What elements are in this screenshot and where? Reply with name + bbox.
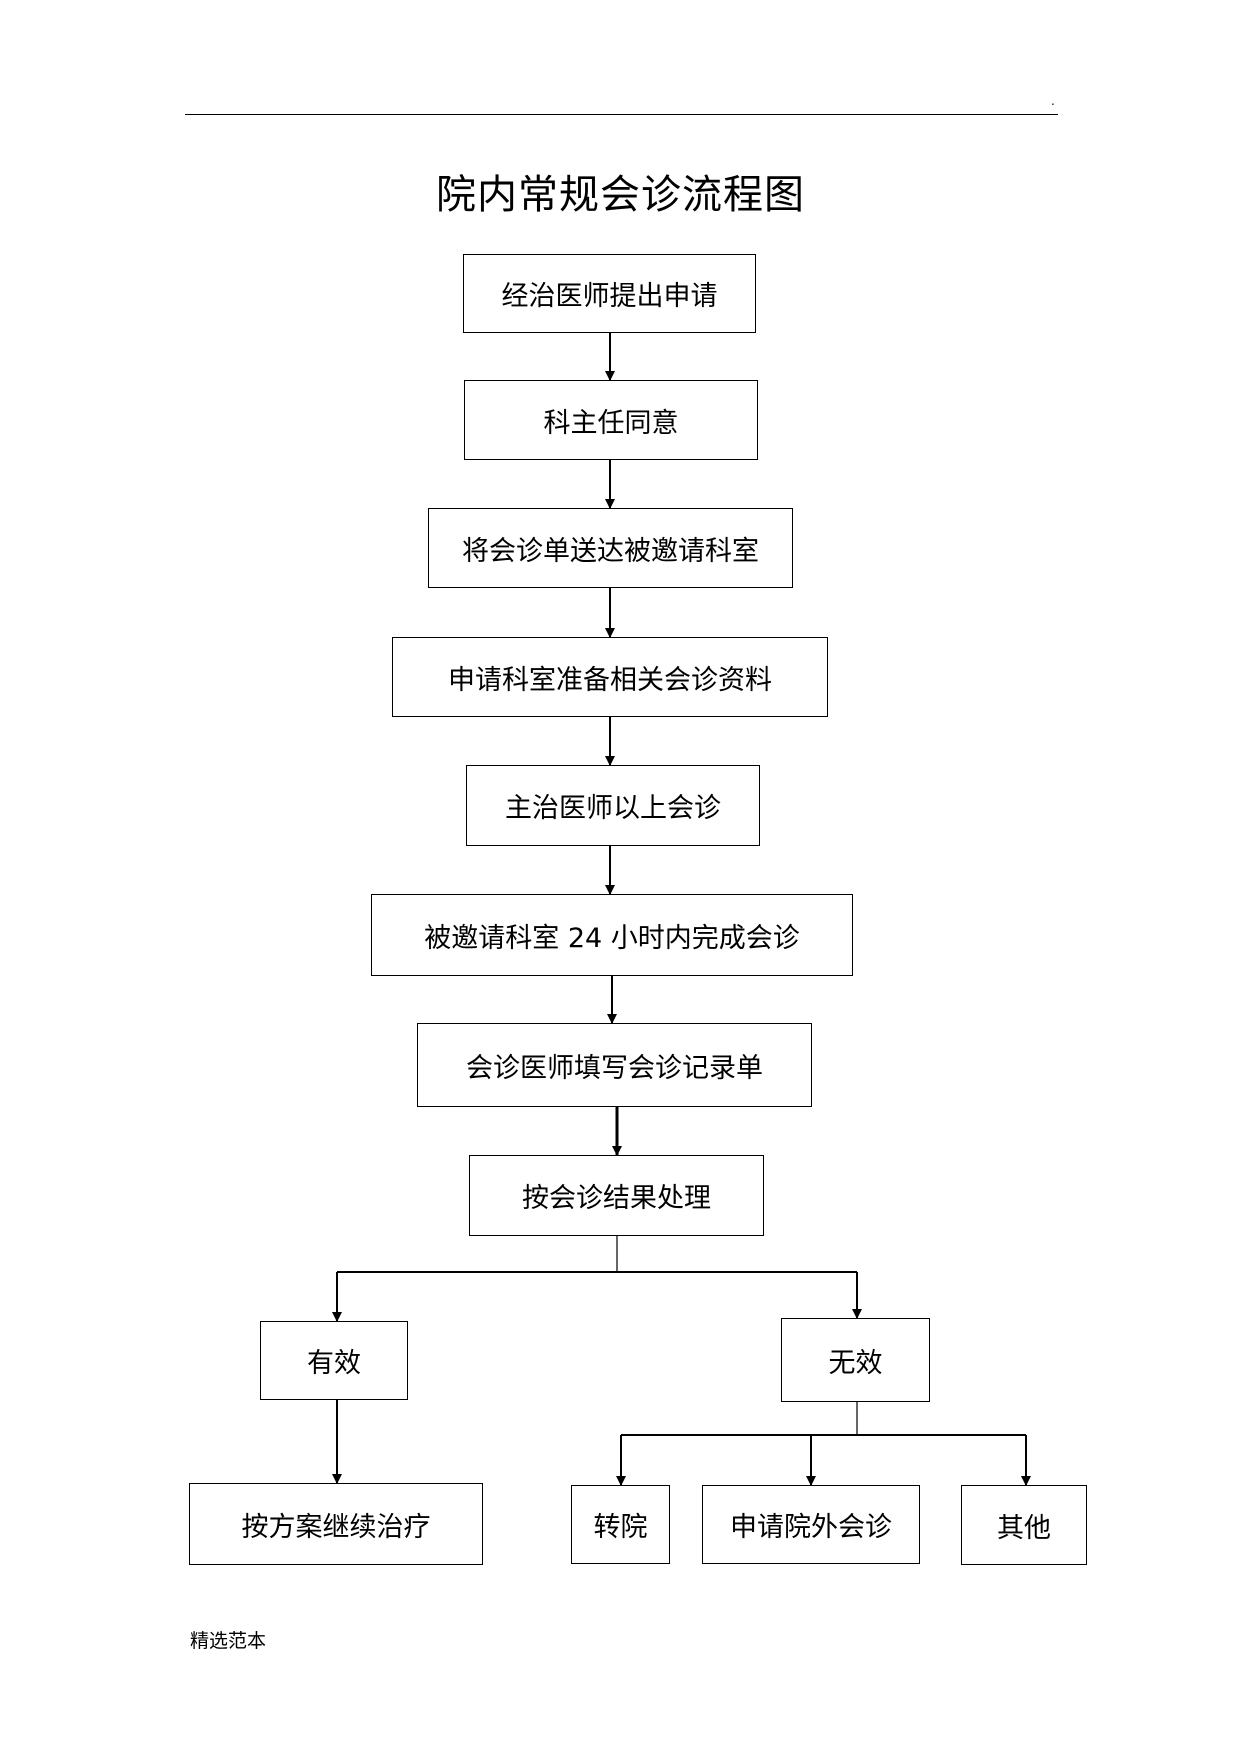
outcome-box-external-consult: 申请院外会诊 bbox=[702, 1485, 920, 1564]
page-title: 院内常规会诊流程图 bbox=[436, 172, 805, 218]
step-box-fill-record: 会诊医师填写会诊记录单 bbox=[417, 1023, 812, 1107]
step-box-director-approve: 科主任同意 bbox=[464, 380, 758, 460]
outcome-box-other: 其他 bbox=[961, 1485, 1087, 1565]
branch-box-ineffective: 无效 bbox=[781, 1318, 930, 1402]
step-box-prepare-materials: 申请科室准备相关会诊资料 bbox=[392, 637, 828, 717]
step-box-send-form: 将会诊单送达被邀请科室 bbox=[428, 508, 793, 588]
branch-box-effective: 有效 bbox=[260, 1321, 408, 1400]
step-box-apply: 经治医师提出申请 bbox=[463, 254, 756, 333]
header-rule bbox=[185, 114, 1058, 115]
step-box-handle-result: 按会诊结果处理 bbox=[469, 1155, 764, 1236]
step-box-attending-consult: 主治医师以上会诊 bbox=[466, 765, 760, 846]
outcome-box-continue-treatment: 按方案继续治疗 bbox=[189, 1483, 483, 1565]
outcome-box-transfer: 转院 bbox=[571, 1485, 670, 1564]
header-marker: . bbox=[1051, 94, 1055, 108]
step-box-complete-24h: 被邀请科室 24 小时内完成会诊 bbox=[371, 894, 853, 976]
footer-text: 精选范本 bbox=[190, 1630, 267, 1652]
